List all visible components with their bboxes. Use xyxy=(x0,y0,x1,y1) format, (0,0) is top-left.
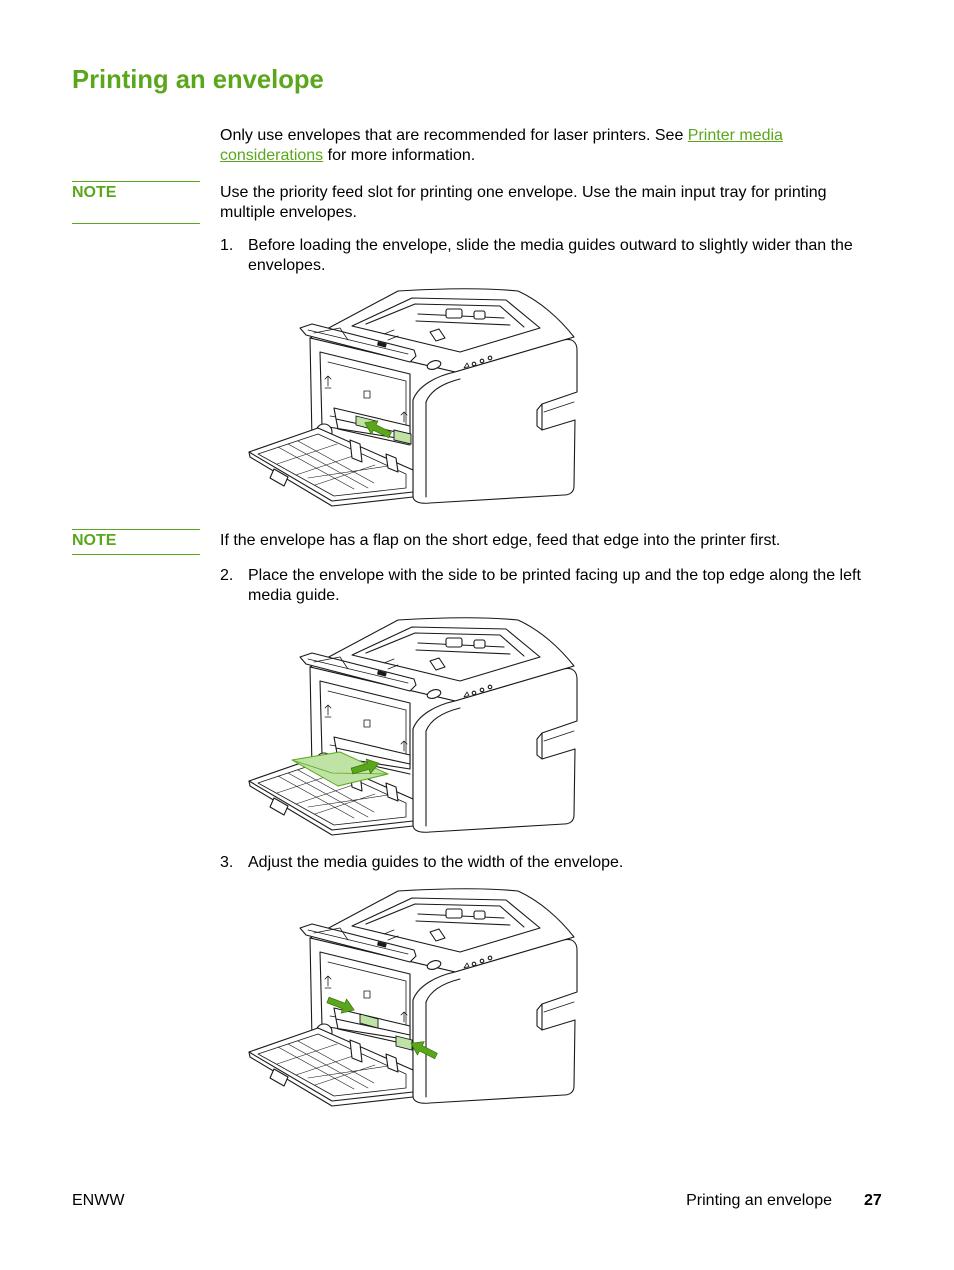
step-2-number: 2. xyxy=(220,567,234,584)
step-3-number: 3. xyxy=(220,854,234,871)
intro-paragraph: Only use envelopes that are recommended … xyxy=(220,126,875,166)
note-label: NOTE xyxy=(72,184,117,201)
note-2-label-box: NOTE xyxy=(72,529,200,555)
printer-drawing xyxy=(248,288,578,507)
printer-illustration-1 xyxy=(248,288,578,507)
note-1-text: Use the priority feed slot for printing … xyxy=(220,184,827,221)
footer-left-label: ENWW xyxy=(72,1192,125,1209)
intro-text-after-link: for more information. xyxy=(323,147,476,164)
envelope-flap-line xyxy=(291,759,389,775)
printer-drawing xyxy=(248,888,578,1107)
note-1-label-box: NOTE xyxy=(72,181,200,224)
page-title: Printing an envelope xyxy=(72,66,324,94)
footer-section-title: Printing an envelope xyxy=(686,1192,832,1209)
page-number: 27 xyxy=(864,1192,882,1209)
note-label: NOTE xyxy=(72,532,117,549)
step-2-text: Place the envelope with the side to be p… xyxy=(248,567,861,604)
printer-drawing xyxy=(248,617,578,836)
media-guide-tab xyxy=(395,1035,413,1051)
step-1-number: 1. xyxy=(220,237,234,254)
step-3-text: Adjust the media guides to the width of … xyxy=(248,854,624,871)
printer-illustration-3 xyxy=(248,888,578,1107)
printer-illustration-2 xyxy=(248,617,578,836)
intro-text-before-link: Only use envelopes that are recommended … xyxy=(220,127,688,144)
media-guide-tab xyxy=(359,1013,379,1029)
note-2-text: If the envelope has a flap on the short … xyxy=(220,532,781,549)
step-1-text: Before loading the envelope, slide the m… xyxy=(248,237,853,274)
media-guide-tab xyxy=(393,429,412,445)
printer-media-considerations-link[interactable]: Printer media considerations xyxy=(220,127,783,164)
